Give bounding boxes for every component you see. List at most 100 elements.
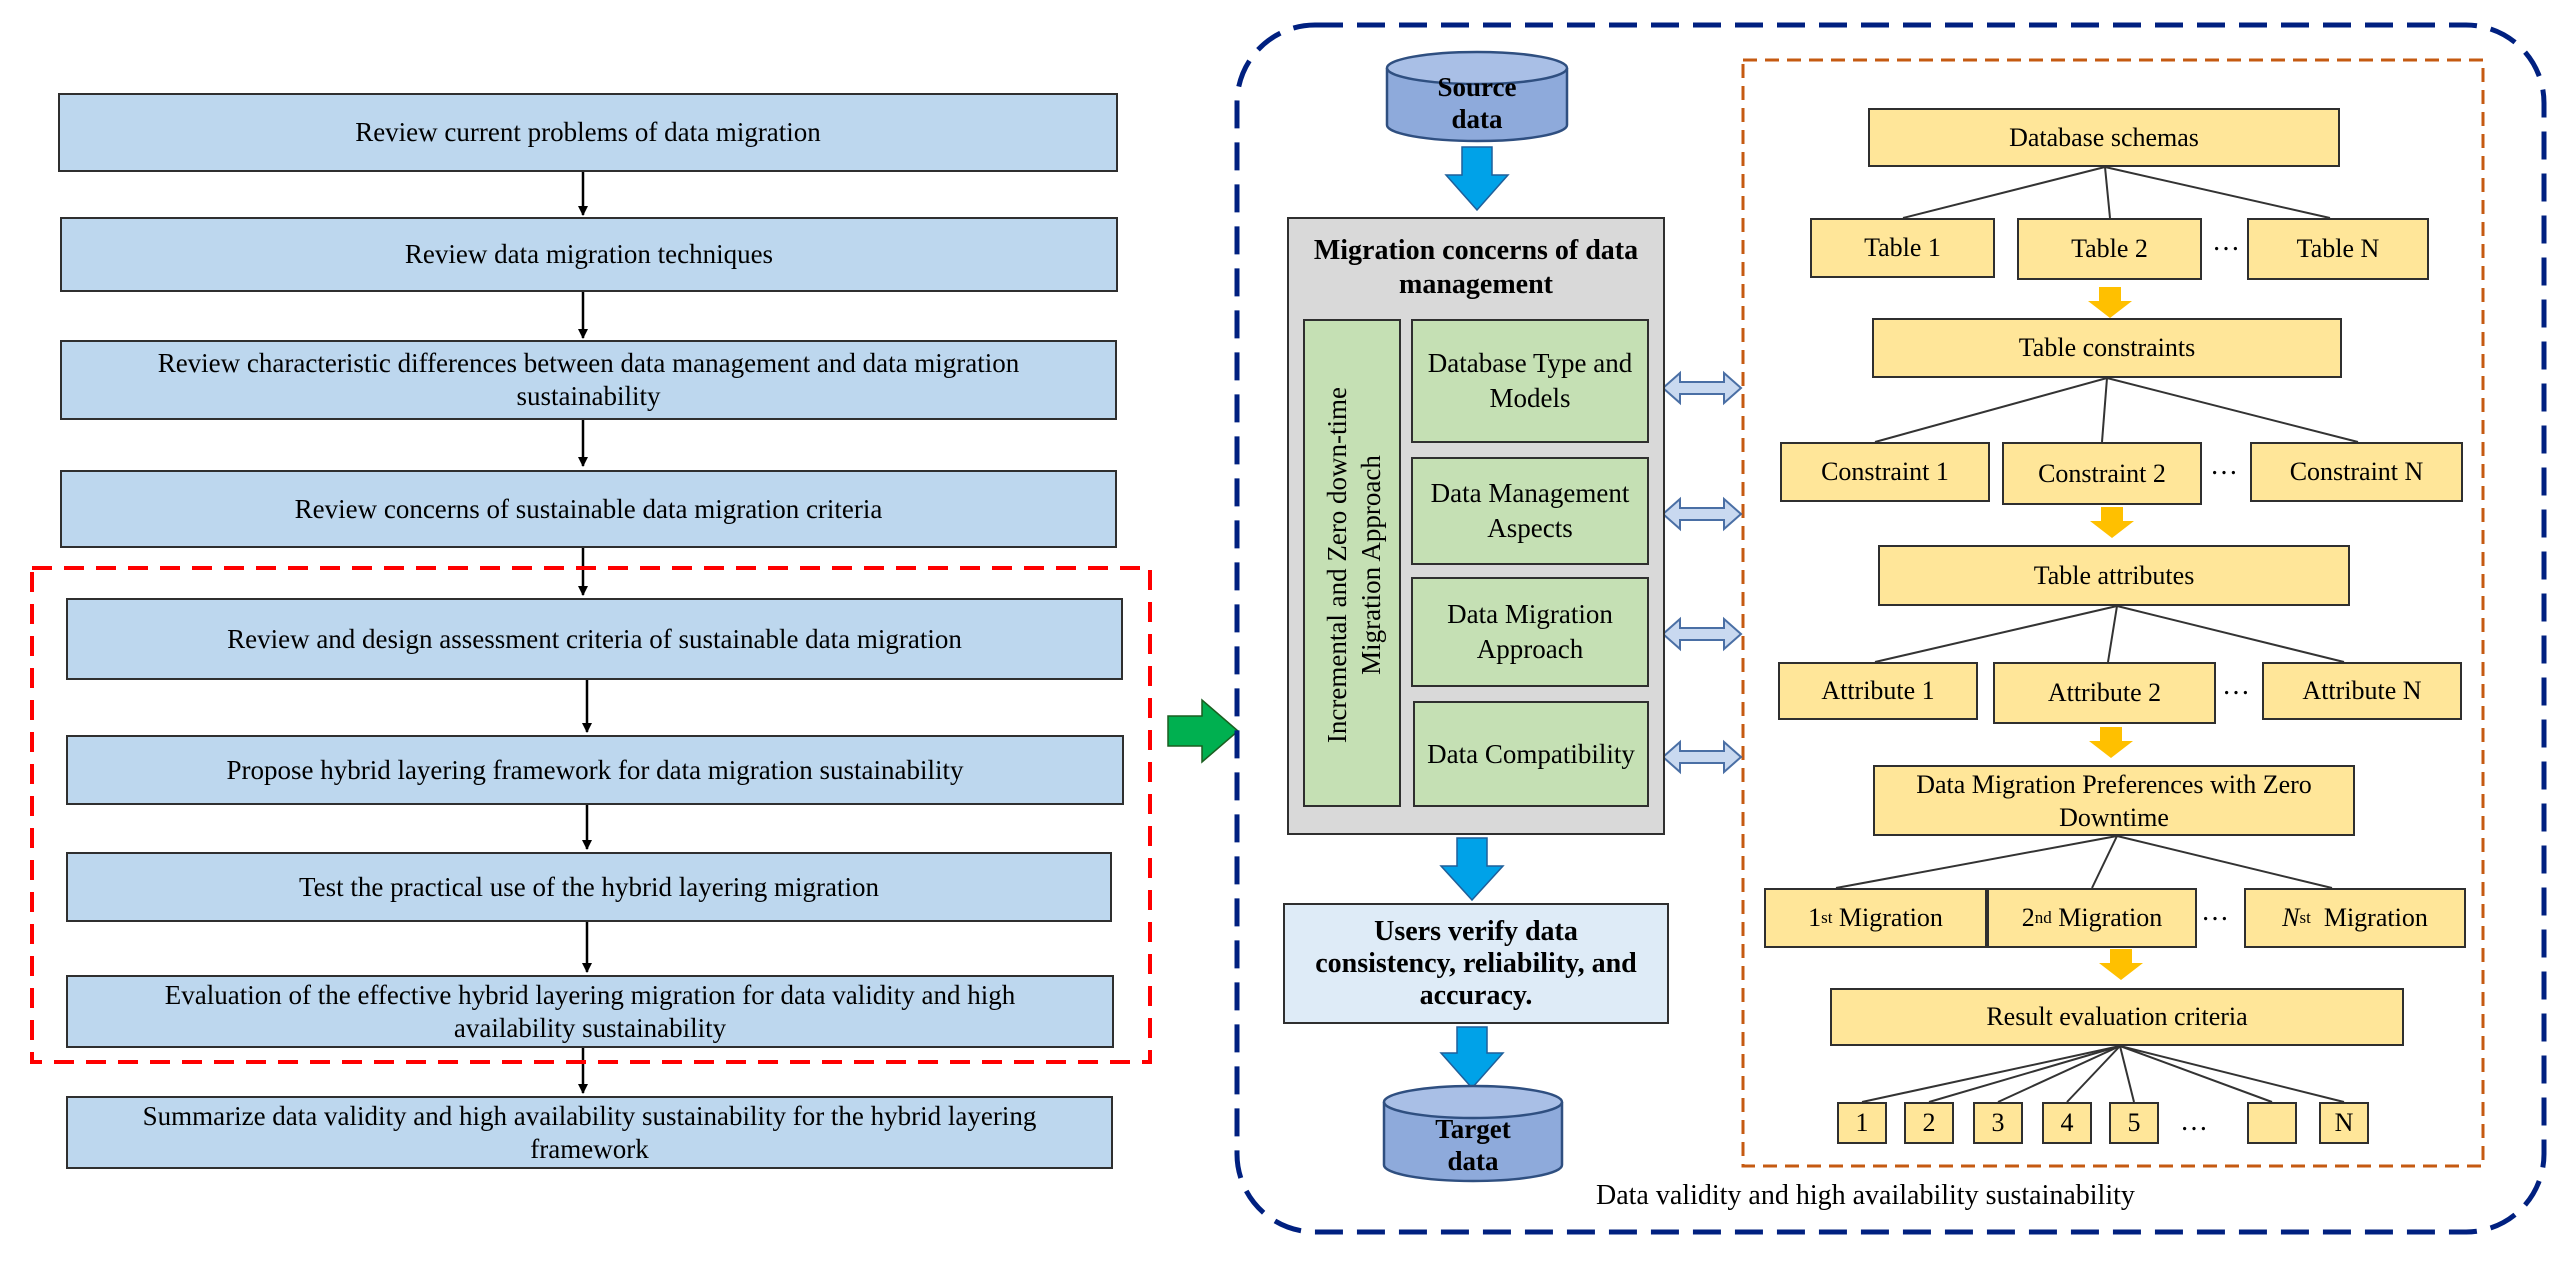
left-flow-arrows bbox=[578, 172, 592, 1094]
frame-caption: Data validity and high availability sust… bbox=[1596, 1180, 2135, 1211]
aspect-database-type: Database Type and Models bbox=[1411, 319, 1649, 443]
target-data-label: Target data bbox=[1435, 1114, 1511, 1176]
step-label: Review current problems of data migratio… bbox=[355, 117, 821, 147]
table-label: Table N bbox=[2296, 234, 2380, 263]
step-review-techniques: Review data migration techniques bbox=[60, 217, 1118, 292]
migration-suffix: nd bbox=[2034, 908, 2052, 927]
green-arrow bbox=[1167, 698, 1240, 764]
table-label: Table 1 bbox=[1864, 233, 1941, 262]
step-design-criteria: Review and design assessment criteria of… bbox=[66, 598, 1123, 680]
migration-label: Migration bbox=[1832, 903, 1943, 932]
verify-box: Users verify data consistency, reliabili… bbox=[1283, 903, 1669, 1024]
migration-number: 2 bbox=[2021, 903, 2035, 932]
constraint-n-box: Constraint N bbox=[2250, 442, 2463, 502]
criterion-label: 2 bbox=[1922, 1108, 1936, 1137]
result-evaluation-box: Result evaluation criteria bbox=[1830, 988, 2404, 1046]
criterion-1-box: 1 bbox=[1837, 1102, 1887, 1144]
tree-lines bbox=[1835, 166, 2359, 1103]
attribute-n-box: Attribute N bbox=[2262, 662, 2462, 720]
attribute-2-box: Attribute 2 bbox=[1993, 662, 2216, 724]
attribute-1-box: Attribute 1 bbox=[1778, 662, 1978, 720]
criterion-2-box: 2 bbox=[1904, 1102, 1954, 1144]
aspect-label: Database Type and Models bbox=[1427, 348, 1633, 413]
migration-label: Migration bbox=[2051, 903, 2163, 932]
step-label: Review concerns of sustainable data migr… bbox=[294, 493, 883, 524]
source-cylinder-icon bbox=[1385, 50, 1569, 143]
criterion-label: 4 bbox=[2060, 1108, 2074, 1137]
database-schemas-box: Database schemas bbox=[1868, 108, 2340, 167]
migration-number: 1 bbox=[1808, 903, 1822, 932]
attributes-ellipsis: … bbox=[2222, 670, 2250, 701]
criterion-label: 3 bbox=[1991, 1108, 2005, 1137]
criterion-label: N bbox=[2334, 1108, 2354, 1137]
migration-number: N bbox=[2282, 903, 2300, 932]
yellow-flow-arrows bbox=[2088, 287, 2143, 980]
aspect-data-management: Data Management Aspects bbox=[1411, 457, 1649, 565]
step-review-problems: Review current problems of data migratio… bbox=[58, 93, 1118, 172]
migrations-ellipsis: … bbox=[2201, 896, 2229, 927]
result-title: Result evaluation criteria bbox=[1986, 1002, 2248, 1031]
table-constraints-box: Table constraints bbox=[1872, 318, 2342, 378]
step-evaluation: Evaluation of the effective hybrid layer… bbox=[66, 975, 1114, 1048]
step-test-practical-use: Test the practical use of the hybrid lay… bbox=[66, 852, 1112, 922]
step-label: Propose hybrid layering framework for da… bbox=[226, 754, 964, 785]
attribute-label: Attribute N bbox=[2302, 676, 2422, 705]
step-label: Test the practical use of the hybrid lay… bbox=[299, 871, 879, 902]
constraint-2-box: Constraint 2 bbox=[2002, 442, 2202, 505]
source-data-label: Source data bbox=[1437, 72, 1517, 134]
attribute-label: Attribute 2 bbox=[2047, 678, 2162, 707]
criterion-5-box: 5 bbox=[2109, 1102, 2159, 1144]
target-cylinder-icon bbox=[1382, 1084, 1564, 1183]
table-2-box: Table 2 bbox=[2017, 218, 2202, 280]
migration-suffix: st bbox=[1821, 908, 1833, 927]
concerns-title: Migration concerns of data management bbox=[1313, 235, 1639, 300]
attribute-label: Attribute 1 bbox=[1821, 676, 1935, 705]
step-review-concerns: Review concerns of sustainable data migr… bbox=[60, 470, 1117, 548]
step-label: Review and design assessment criteria of… bbox=[227, 623, 962, 654]
blue-flow-arrows bbox=[1439, 146, 1510, 1090]
constraints-title: Table constraints bbox=[2018, 333, 2196, 362]
criterion-label: 5 bbox=[2127, 1108, 2141, 1137]
step-label: Summarize data validity and high availab… bbox=[142, 1100, 1037, 1164]
aspect-migration-approach: Data Migration Approach bbox=[1411, 577, 1649, 687]
vertical-approach-label: Incremental and Zero down-time Migration… bbox=[1322, 386, 1386, 744]
criterion-blank-box bbox=[2247, 1102, 2297, 1144]
preferences-label: Data Migration Preferences with Zero Dow… bbox=[1916, 769, 2312, 832]
tables-ellipsis: … bbox=[2212, 226, 2240, 257]
schemas-label: Database schemas bbox=[2009, 122, 2199, 152]
step-summarize: Summarize data validity and high availab… bbox=[66, 1096, 1113, 1169]
aspect-label: Data Management Aspects bbox=[1430, 478, 1630, 543]
criterion-n-box: N bbox=[2319, 1102, 2369, 1144]
constraint-label: Constraint 1 bbox=[1821, 457, 1949, 486]
step-label: Review data migration techniques bbox=[404, 239, 774, 269]
table-attributes-box: Table attributes bbox=[1878, 545, 2350, 606]
criterion-3-box: 3 bbox=[1973, 1102, 2023, 1144]
migration-concerns-panel: Migration concerns of data management In… bbox=[1287, 217, 1665, 835]
criterion-4-box: 4 bbox=[2042, 1102, 2092, 1144]
aspect-label: Data Compatibility bbox=[1427, 738, 1635, 769]
vertical-approach-box: Incremental and Zero down-time Migration… bbox=[1303, 319, 1401, 807]
preferences-box: Data Migration Preferences with Zero Dow… bbox=[1873, 765, 2355, 836]
table-1-box: Table 1 bbox=[1810, 218, 1995, 278]
criteria-ellipsis: … bbox=[2180, 1106, 2208, 1137]
table-label: Table 2 bbox=[2071, 234, 2148, 263]
criterion-label: 1 bbox=[1855, 1108, 1869, 1137]
aspect-label: Data Migration Approach bbox=[1447, 599, 1613, 664]
step-label: Evaluation of the effective hybrid layer… bbox=[164, 979, 1016, 1043]
table-n-box: Table N bbox=[2247, 218, 2429, 280]
aspect-data-compatibility: Data Compatibility bbox=[1413, 701, 1649, 807]
migration-suffix: st bbox=[2299, 908, 2311, 927]
constraint-label: Constraint 2 bbox=[2038, 458, 2166, 488]
navy-dashed-frame bbox=[1234, 22, 2547, 1235]
step-label: Review characteristic differences betwee… bbox=[157, 348, 1020, 411]
double-arrows bbox=[1661, 370, 1743, 775]
red-dashed-frame bbox=[30, 566, 1152, 1064]
attributes-title: Table attributes bbox=[2033, 560, 2195, 590]
constraint-1-box: Constraint 1 bbox=[1780, 442, 1990, 502]
step-review-differences: Review characteristic differences betwee… bbox=[60, 340, 1117, 420]
constraint-label: Constraint N bbox=[2289, 457, 2424, 486]
